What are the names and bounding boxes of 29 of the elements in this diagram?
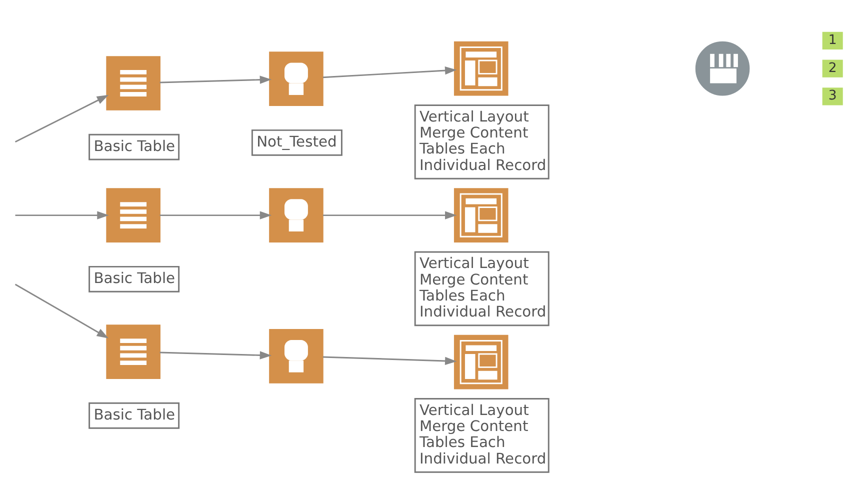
node-picture bbox=[106, 188, 160, 242]
node-picture bbox=[106, 324, 160, 379]
arrow bbox=[160, 211, 272, 220]
label: 3 bbox=[828, 88, 837, 104]
node-picture bbox=[454, 188, 508, 242]
node-picture bbox=[269, 329, 324, 384]
label: 2 bbox=[828, 60, 837, 76]
arrow bbox=[160, 76, 272, 84]
arrow bbox=[322, 211, 457, 220]
node-label: Vertical Layout Merge Content Tables Each Individual Record bbox=[419, 108, 546, 174]
node-picture bbox=[106, 56, 160, 110]
label: 1 bbox=[828, 32, 837, 48]
arrow bbox=[14, 94, 109, 143]
node-picture bbox=[695, 41, 750, 96]
node-label: Basic Table bbox=[94, 138, 176, 155]
arrow bbox=[15, 211, 109, 220]
node-label: Not_Tested bbox=[256, 133, 337, 150]
node-picture bbox=[454, 41, 508, 96]
arrow bbox=[160, 351, 272, 360]
node-picture bbox=[454, 334, 508, 390]
arrow bbox=[322, 66, 457, 78]
node-label: Basic Table bbox=[94, 406, 176, 424]
arrow bbox=[14, 284, 109, 338]
node-label: Basic Table bbox=[94, 270, 176, 287]
node-picture bbox=[269, 188, 324, 242]
node-label: Vertical Layout Merge Content Tables Each Individual Record bbox=[419, 255, 546, 321]
arrow bbox=[322, 356, 457, 366]
node-picture bbox=[269, 52, 324, 106]
node-label: Vertical Layout Merge Content Tables Each Individual Record bbox=[419, 402, 546, 468]
